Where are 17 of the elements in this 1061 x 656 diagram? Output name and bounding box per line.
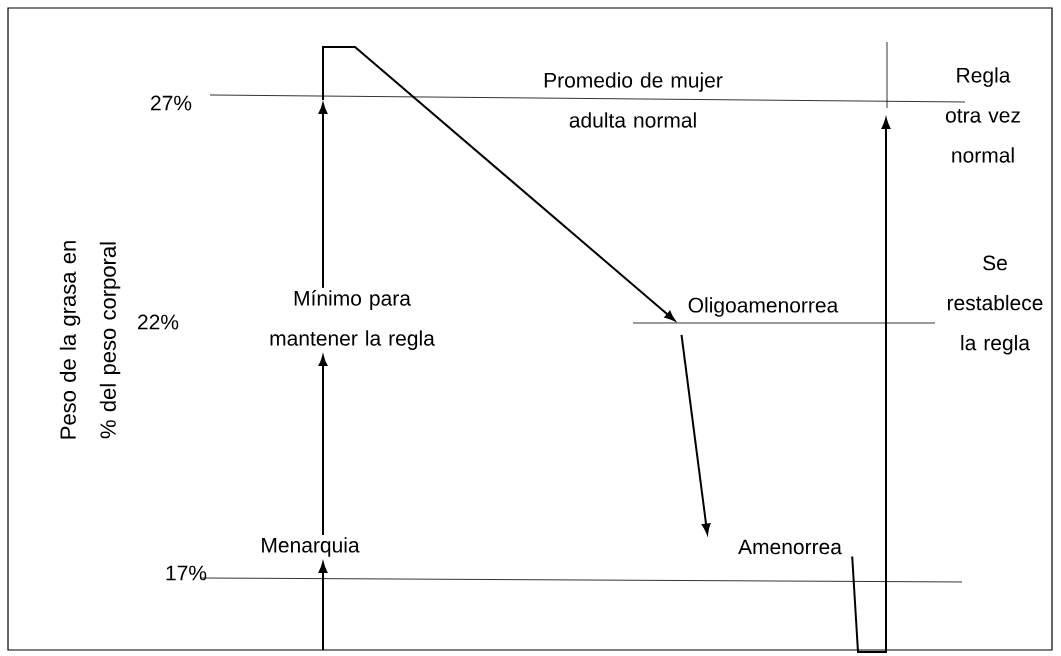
arrow	[851, 118, 891, 653]
stage-label: Oligoamenorrea	[688, 297, 839, 317]
stage-label: Amenorrea	[738, 539, 842, 555]
stage-label: Regla otra vez normal	[945, 67, 1020, 163]
stage-label: Menarquia	[262, 537, 360, 557]
percent-label: 27%	[151, 95, 192, 111]
arrow	[318, 562, 328, 651]
axis-title: Peso de la grasa en % del peso corporal	[59, 241, 121, 439]
arrow	[322, 46, 676, 322]
arrow	[680, 334, 711, 535]
stage-label: Se restablece la regla	[947, 255, 1043, 355]
arrow	[318, 355, 328, 536]
stage-label: Promedio de mujer adulta normal	[544, 72, 723, 128]
stage-label: Mínimo para mantener la regla	[270, 290, 435, 350]
arrow	[318, 103, 328, 289]
percent-label: 17%	[166, 565, 207, 581]
percent-label: 22%	[138, 314, 179, 330]
